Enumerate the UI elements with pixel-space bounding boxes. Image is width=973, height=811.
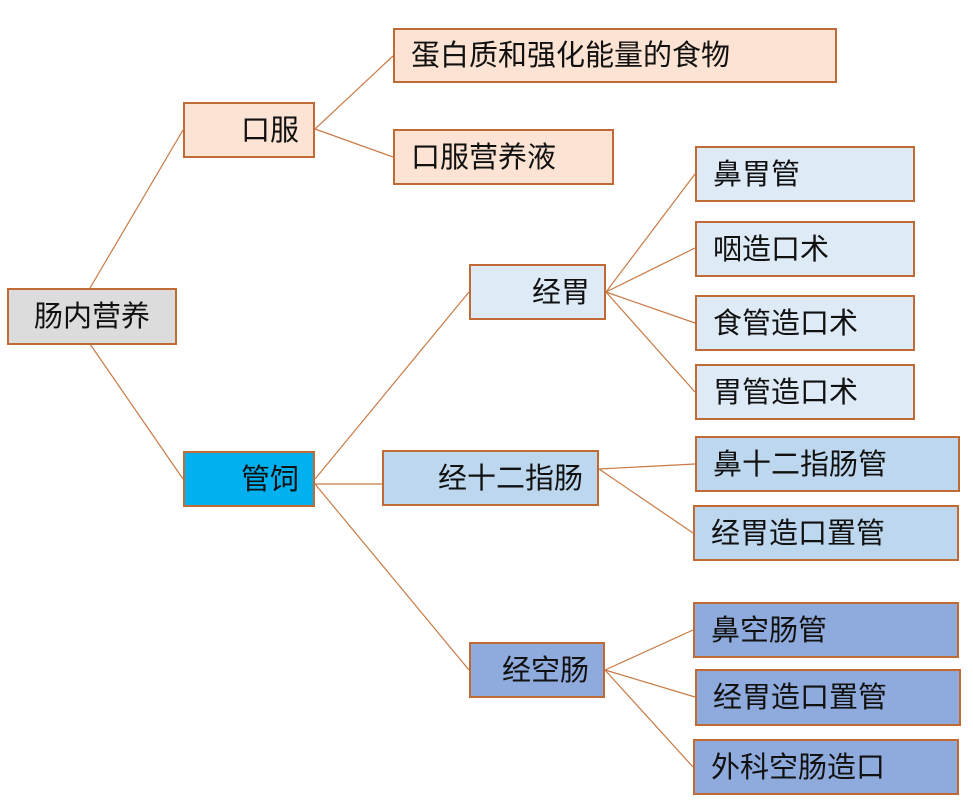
connector-stomach-2 bbox=[605, 247, 696, 293]
connector-stomach-3 bbox=[605, 291, 696, 324]
connector-duodenum-2 bbox=[598, 468, 694, 534]
node-oral: 口服 bbox=[183, 102, 315, 158]
connector-tube-stomach bbox=[314, 291, 470, 480]
node-enteral-nutrition: 肠内营养 bbox=[7, 288, 177, 345]
node-esophagostomy: 食管造口术 bbox=[695, 295, 915, 351]
node-via-stomach: 经胃 bbox=[469, 264, 606, 320]
node-nasoduodenal-tube: 鼻十二指肠管 bbox=[695, 436, 960, 492]
node-nasojejunal-tube: 鼻空肠管 bbox=[693, 602, 959, 658]
connector-root-tube bbox=[89, 343, 184, 480]
connector-root-oral bbox=[89, 129, 184, 289]
node-protein-energy-food: 蛋白质和强化能量的食物 bbox=[393, 28, 837, 83]
connector-duodenum-1 bbox=[598, 463, 696, 470]
node-gastrostomy: 胃管造口术 bbox=[695, 364, 915, 420]
connector-stomach-1 bbox=[605, 173, 696, 293]
node-via-jejunum: 经空肠 bbox=[469, 642, 605, 698]
node-jejunum-gastrostomy-tube: 经胃造口置管 bbox=[695, 669, 961, 726]
connector-jejunum-2 bbox=[604, 669, 696, 698]
connector-oral-food bbox=[314, 55, 394, 130]
node-nasogastric-tube: 鼻胃管 bbox=[695, 146, 915, 202]
node-pharyngostomy: 咽造口术 bbox=[695, 221, 915, 277]
node-surgical-jejunostomy: 外科空肠造口 bbox=[693, 739, 959, 795]
connector-jejunum-3 bbox=[604, 669, 694, 768]
connector-jejunum-1 bbox=[604, 629, 694, 671]
connector-stomach-4 bbox=[605, 291, 696, 393]
connector-oral-liquid bbox=[314, 128, 394, 158]
node-duodenum-gastrostomy-tube: 经胃造口置管 bbox=[693, 505, 959, 561]
node-oral-nutrition-liquid: 口服营养液 bbox=[393, 129, 614, 185]
connector-tube-jejunum bbox=[314, 483, 470, 671]
node-via-duodenum: 经十二指肠 bbox=[382, 450, 599, 506]
node-tube-feeding: 管饲 bbox=[183, 451, 315, 507]
